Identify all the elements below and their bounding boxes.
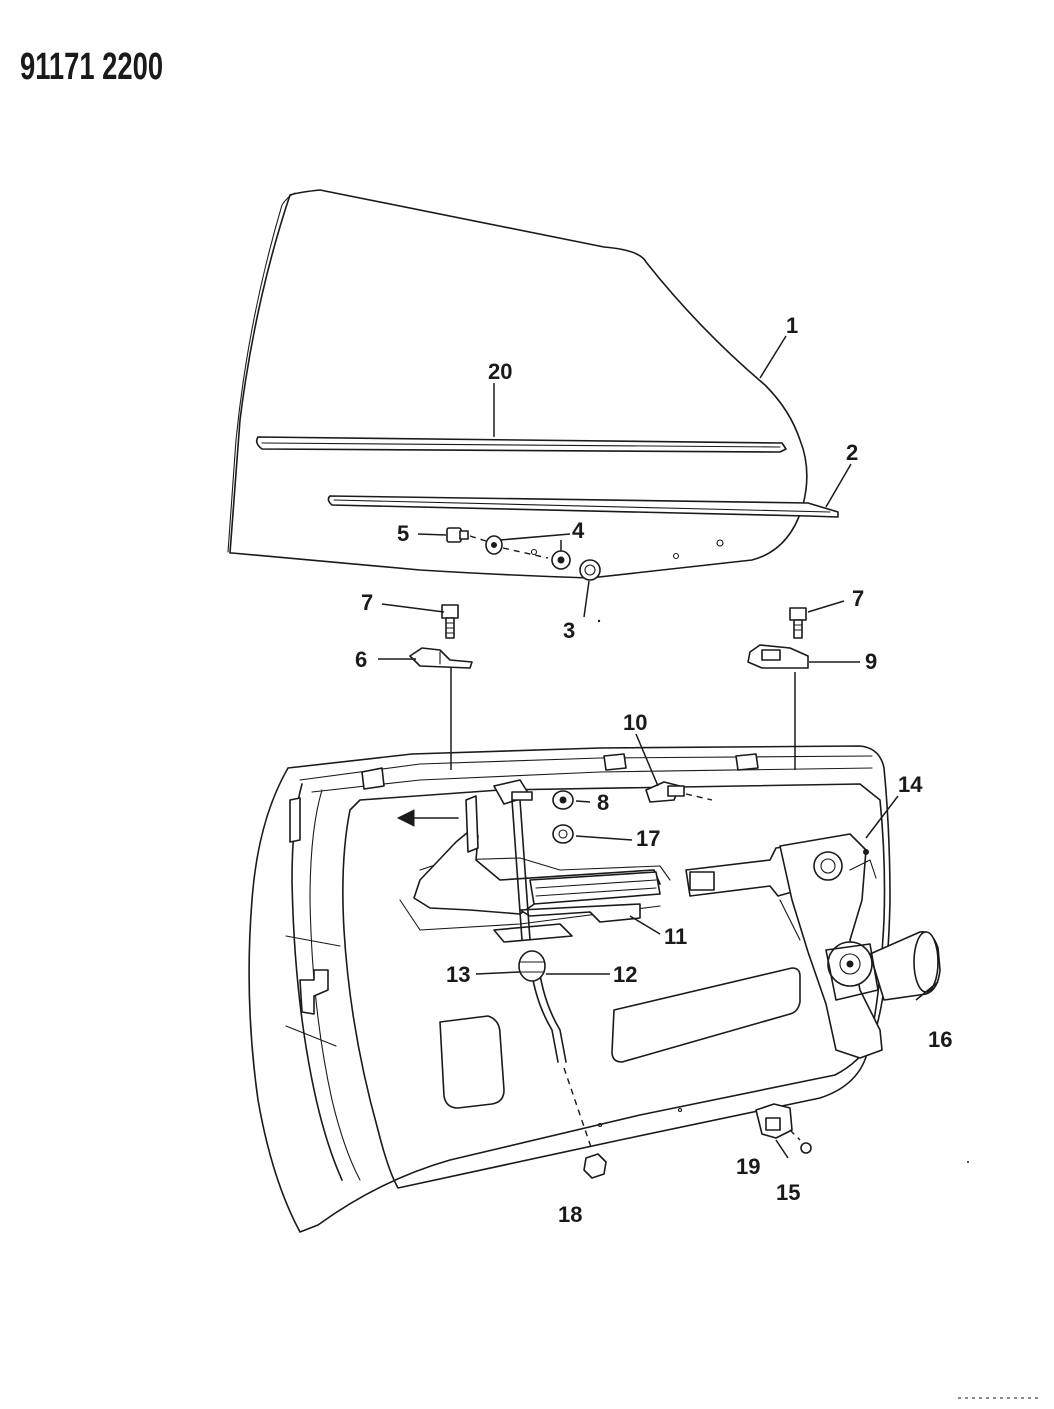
scan-specks [597,619,1040,1399]
callout-1: 1 [786,313,798,338]
cable-grommet [518,950,546,982]
bracket-bolt [441,604,459,639]
glass-weatherstrip-upper [255,436,787,453]
callout-6: 6 [355,647,367,672]
callout-16: 16 [928,1027,952,1052]
lower-bracket [645,781,713,803]
callout-4: 4 [572,518,585,543]
callout-10: 10 [623,710,647,735]
callout-7-rear: 7 [852,586,864,611]
glass-bushing-washer [485,535,571,570]
window-regulator-track [413,795,661,943]
callout-12: 12 [613,962,637,987]
callout-labels: 1 2 3 4 5 6 7 7 8 9 10 11 12 13 14 15 16… [355,313,952,1227]
callout-2: 2 [846,440,858,465]
cable-nut [583,1153,607,1179]
lower-bracket [755,1103,801,1141]
callout-18: 18 [558,1202,582,1227]
leader-lines [378,335,939,1159]
rear-glass-bracket [747,644,809,669]
lower-screw [800,1142,812,1154]
callout-15: 15 [776,1180,800,1205]
callout-13: 13 [446,962,470,987]
callout-5: 5 [397,521,409,546]
door-inner-panel [248,745,891,1233]
callout-20: 20 [488,359,512,384]
diagram-reference-code: 91171 2200 [20,46,164,88]
cable-grommet [552,790,574,810]
callout-11: 11 [664,924,687,949]
callout-14: 14 [898,772,923,797]
door-glass-outline [227,189,808,579]
callout-17: 17 [636,826,660,851]
regulator-arm [685,833,883,1059]
glass-nut [579,559,601,581]
bracket-bolt [789,607,807,639]
regulator-motor [825,931,941,1001]
callout-9: 9 [865,649,877,674]
glass-holes [530,539,724,560]
bracket-bolt [493,779,533,805]
callout-8: 8 [597,790,609,815]
callout-19: 19 [736,1154,760,1179]
callout-3: 3 [563,618,575,643]
glass-pivot-stud [446,527,487,543]
front-glass-bracket [409,647,473,669]
callout-7-front: 7 [361,590,373,615]
glass-weatherstrip-lower [327,495,839,518]
glass-nut [552,824,574,844]
